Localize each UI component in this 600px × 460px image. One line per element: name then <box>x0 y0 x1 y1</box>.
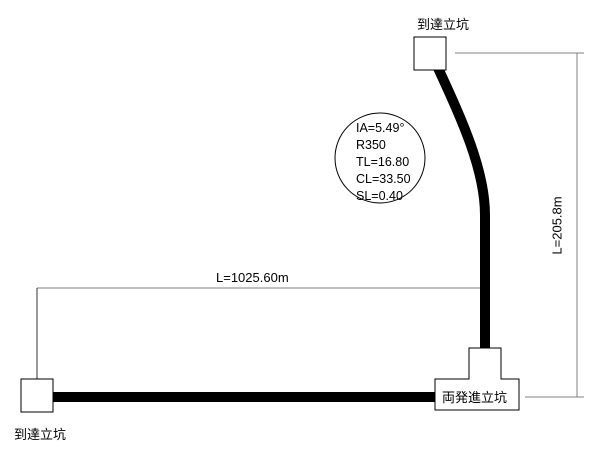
curve-ia: IA=5.49° <box>356 121 405 135</box>
arrival-shaft-top <box>413 36 447 71</box>
pipe-curved <box>433 65 490 350</box>
arrival-shaft-top-label: 到達立坑 <box>417 18 470 33</box>
dimension-lines <box>36 52 584 398</box>
departure-shaft-label: 両発進立坑 <box>442 391 508 406</box>
curve-r: R350 <box>356 138 386 152</box>
curve-info: IA=5.49° R350 TL=16.80 CL=33.50 SL=0.40 <box>356 120 411 205</box>
curve-tl: TL=16.80 <box>356 155 410 169</box>
arrival-shaft-left-label: 到達立坑 <box>14 428 67 443</box>
arrival-shaft-left <box>20 378 54 413</box>
curve-info-circle <box>334 112 426 204</box>
curve-sl: SL=0.40 <box>356 189 403 203</box>
vertical-length-label: L=205.8m <box>549 196 565 255</box>
curve-cl: CL=33.50 <box>356 172 411 186</box>
departure-shaft <box>434 347 520 411</box>
horizontal-length-label: L=1025.60m <box>216 270 289 285</box>
